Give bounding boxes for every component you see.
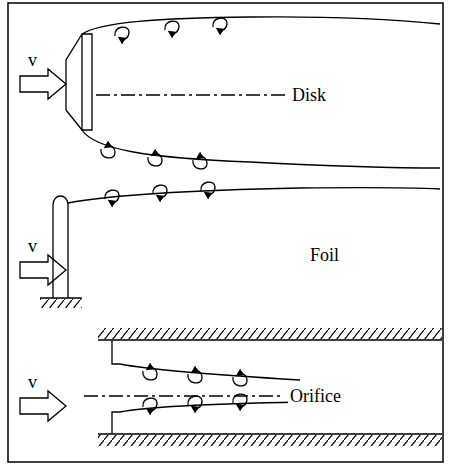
shear-layer (82, 17, 440, 34)
vortex (105, 190, 119, 203)
vortex (115, 27, 129, 40)
axis (96, 94, 288, 95)
frame (8, 3, 443, 462)
vortex (233, 394, 247, 407)
wall-hatch (98, 435, 442, 446)
vortex (213, 18, 227, 31)
part-name: Disk (290, 85, 328, 105)
vortex (165, 21, 179, 34)
pipe-wall (98, 433, 442, 434)
flow-arrow (20, 255, 66, 285)
part-name: Foil (308, 245, 341, 265)
vortex (153, 185, 167, 198)
vortex (193, 156, 207, 169)
foil (53, 196, 68, 298)
shear-layer (68, 188, 440, 203)
vortex (143, 367, 157, 380)
pipe-wall (98, 339, 442, 340)
ground-hatch (40, 299, 82, 308)
ground (40, 297, 82, 298)
orifice-plate (112, 340, 120, 364)
orifice-plate (112, 412, 120, 434)
disk (66, 34, 92, 130)
vortex (201, 182, 215, 195)
vortex (188, 396, 202, 409)
shear-layer (120, 402, 300, 412)
vortex (148, 153, 162, 166)
vortex (233, 373, 247, 386)
velocity-label: v (26, 372, 39, 392)
flow-arrow (20, 391, 66, 421)
shear-layer (120, 364, 300, 380)
axis (84, 395, 284, 396)
velocity-label: v (26, 50, 39, 70)
vortex (188, 370, 202, 383)
shear-layer (82, 130, 440, 168)
part-name: Orifice (288, 386, 343, 406)
vortex (101, 145, 115, 158)
wall-hatch (98, 328, 442, 339)
vortex (143, 398, 157, 411)
flow-arrow (20, 69, 66, 99)
velocity-label: v (26, 236, 39, 256)
